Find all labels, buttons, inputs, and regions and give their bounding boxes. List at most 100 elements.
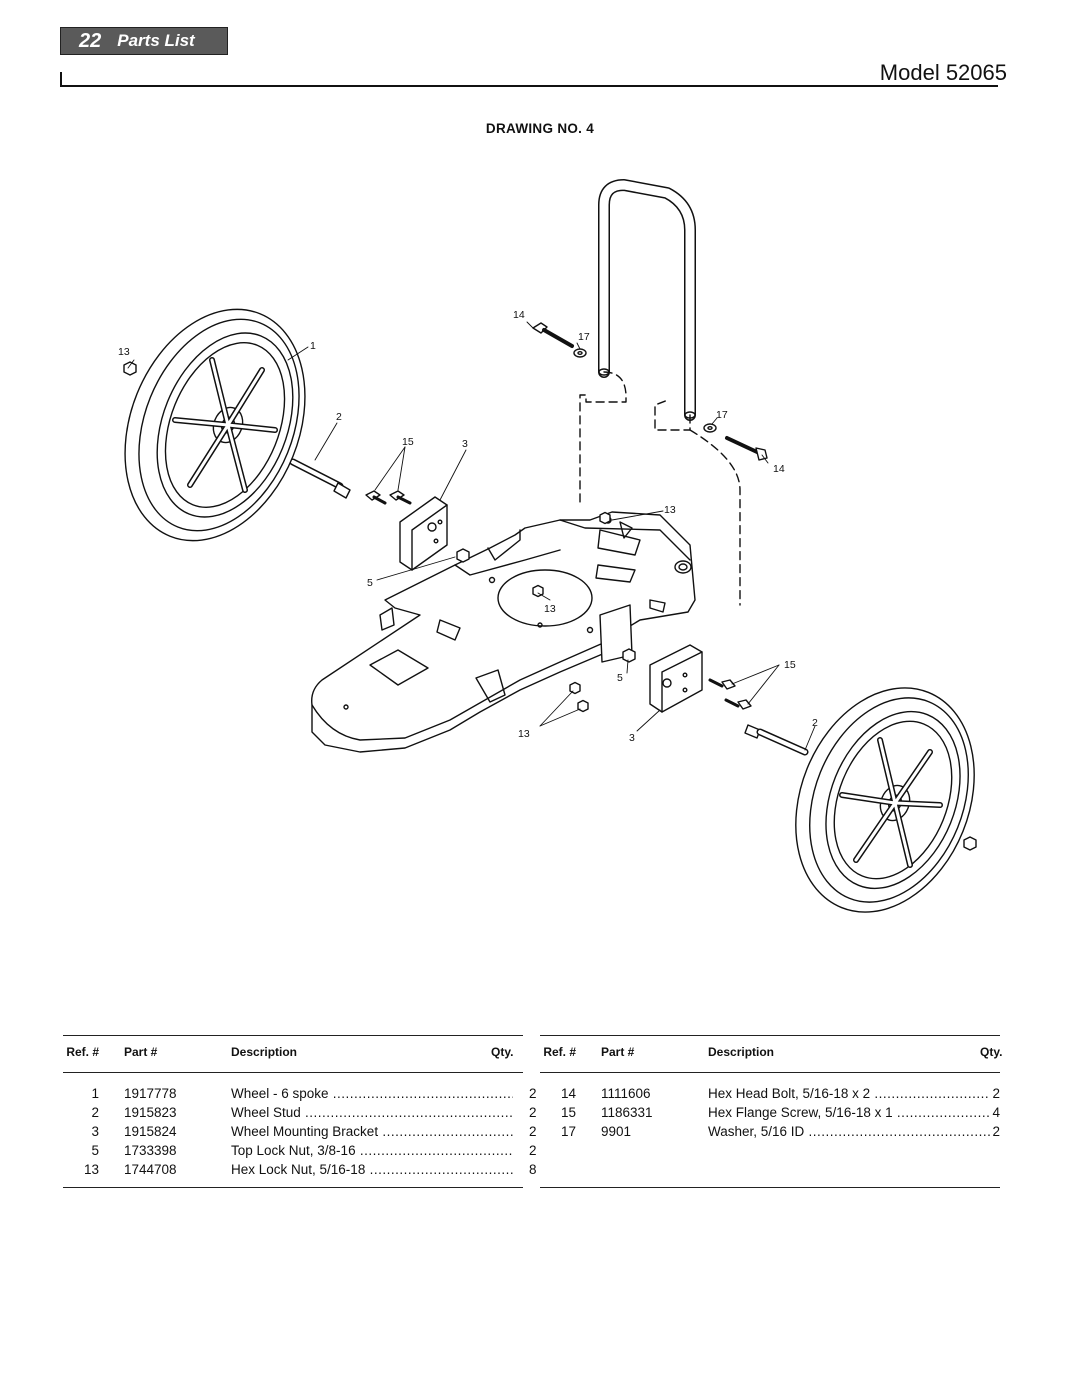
row-description: Wheel Stud	[231, 1105, 513, 1120]
row-part: 1915824	[124, 1124, 177, 1139]
table-row: 17 9901 Washer, 5/16 ID 2	[540, 1124, 1000, 1143]
table-row-empty	[540, 1143, 1000, 1162]
row-description: Washer, 5/16 ID	[708, 1124, 990, 1139]
callout-13-center: 13	[544, 603, 556, 615]
row-qty: 2	[529, 1143, 537, 1158]
row-part: 1744708	[124, 1162, 177, 1177]
callout-3-right: 3	[629, 732, 635, 744]
row-qty: 2	[992, 1124, 1000, 1139]
callout-13-bottom: 13	[518, 728, 530, 740]
row-qty: 4	[992, 1105, 1000, 1120]
parts-table-left: Ref. # Part # Description Qty. 1 1917778…	[63, 1035, 537, 1188]
washer-17-top	[573, 348, 587, 358]
table-row: 2 1915823 Wheel Stud 2	[63, 1105, 536, 1124]
row-description: Wheel - 6 spoke	[231, 1086, 513, 1101]
table-row-empty	[540, 1162, 1000, 1181]
callout-2-left-stud: 2	[336, 411, 342, 423]
header-tick	[60, 72, 62, 87]
row-ref: 5	[91, 1143, 99, 1158]
row-ref: 15	[560, 1105, 576, 1120]
row-qty: 2	[529, 1124, 537, 1139]
table-rule	[63, 1035, 523, 1036]
row-description: Hex Head Bolt, 5/16-18 x 2	[708, 1086, 990, 1101]
trimmer-deck-illustration	[311, 511, 696, 753]
row-part: 1917778	[124, 1086, 177, 1101]
callout-13-handle: 13	[664, 504, 676, 516]
table-row: 15 1186331 Hex Flange Screw, 5/16-18 x 1…	[540, 1105, 1000, 1124]
table-row: 5 1733398 Top Lock Nut, 3/8-16 2	[63, 1143, 536, 1162]
flange-screws-15-right	[708, 678, 752, 710]
header-description: Description	[708, 1045, 775, 1059]
row-part: 1111606	[601, 1086, 651, 1101]
section-title: Parts List	[117, 31, 195, 50]
row-part: 1915823	[124, 1105, 177, 1120]
row-part: 9901	[601, 1124, 632, 1139]
bolt-14-right	[725, 436, 768, 461]
row-description: Wheel Mounting Bracket	[231, 1124, 513, 1139]
handle-illustration	[579, 179, 741, 606]
header-ref: Ref. #	[66, 1045, 99, 1059]
leader-lines	[127, 321, 816, 751]
wheel-stud-2-left	[289, 458, 351, 499]
header-qty: Qty.	[491, 1045, 514, 1059]
callout-14-right: 14	[773, 463, 785, 475]
row-qty: 2	[529, 1105, 537, 1120]
callout-17-right: 17	[716, 409, 728, 421]
table-rule	[63, 1072, 523, 1073]
exploded-view-drawing: 14 17 13 1 2 15 3 17 14 13 5 13 15 5 2 1…	[118, 179, 977, 913]
washer-17-right	[703, 423, 717, 433]
header-part: Part #	[601, 1045, 635, 1059]
row-description: Hex Flange Screw, 5/16-18 x 1	[708, 1105, 990, 1120]
header-description: Description	[231, 1045, 298, 1059]
row-ref: 2	[91, 1105, 99, 1120]
table-rule	[540, 1035, 1000, 1036]
table-row: 1 1917778 Wheel - 6 spoke 2	[63, 1086, 536, 1105]
callout-15-right: 15	[784, 659, 796, 671]
callout-2-right-stud: 2	[812, 717, 818, 729]
header-part: Part #	[124, 1045, 158, 1059]
callout-15-left: 15	[402, 436, 414, 448]
row-part: 1186331	[601, 1105, 653, 1120]
wheel-1-right	[795, 687, 975, 913]
row-qty: 2	[529, 1086, 537, 1101]
bracket-3-right	[649, 644, 703, 713]
callout-1-left-wheel: 1	[310, 340, 316, 352]
callout-5-left: 5	[367, 577, 373, 589]
row-description: Top Lock Nut, 3/8-16	[231, 1143, 513, 1158]
row-ref: 13	[83, 1162, 99, 1177]
page-number: 22	[79, 29, 102, 52]
table-rule	[63, 1187, 523, 1188]
flange-screws-15-left	[365, 490, 412, 505]
table-rule	[540, 1187, 1000, 1188]
row-part: 1733398	[124, 1143, 177, 1158]
table-row: 13 1744708 Hex Lock Nut, 5/16-18 8	[63, 1162, 537, 1181]
table-row: 14 1111606 Hex Head Bolt, 5/16-18 x 2 2	[540, 1086, 1000, 1105]
header-ref: Ref. #	[543, 1045, 576, 1059]
row-ref: 14	[560, 1086, 576, 1101]
callout-13-left-nut: 13	[118, 346, 130, 358]
header-rule	[60, 85, 998, 87]
bolt-14-top	[532, 322, 574, 348]
bracket-3-left	[399, 496, 448, 571]
header-qty: Qty.	[980, 1045, 1003, 1059]
lock-nuts	[123, 361, 977, 851]
callout-3-left: 3	[462, 438, 468, 450]
table-rule	[540, 1072, 1000, 1073]
wheel-stud-2-right	[744, 724, 809, 756]
table-header-row: Ref. # Part # Description Qty.	[540, 1045, 1003, 1064]
row-qty: 2	[992, 1086, 1000, 1101]
wheel-1-left	[124, 308, 306, 542]
row-ref: 3	[91, 1124, 99, 1139]
row-description: Hex Lock Nut, 5/16-18	[231, 1162, 513, 1177]
callout-14-top: 14	[513, 309, 525, 321]
callout-5-right: 5	[617, 672, 623, 684]
section-tab: 22 Parts List	[60, 27, 228, 55]
drawing-title: DRAWING NO. 4	[485, 121, 595, 136]
table-row: 3 1915824 Wheel Mounting Bracket 2	[63, 1124, 536, 1143]
row-ref: 17	[560, 1124, 576, 1139]
parts-table-right: Ref. # Part # Description Qty. 14 111160…	[540, 1035, 1003, 1188]
callout-17-top: 17	[578, 331, 590, 343]
row-ref: 1	[91, 1086, 99, 1101]
callout-labels: 14 17 13 1 2 15 3 17 14 13 5 13 15 5 2 1…	[118, 309, 818, 744]
row-qty: 8	[529, 1162, 537, 1177]
